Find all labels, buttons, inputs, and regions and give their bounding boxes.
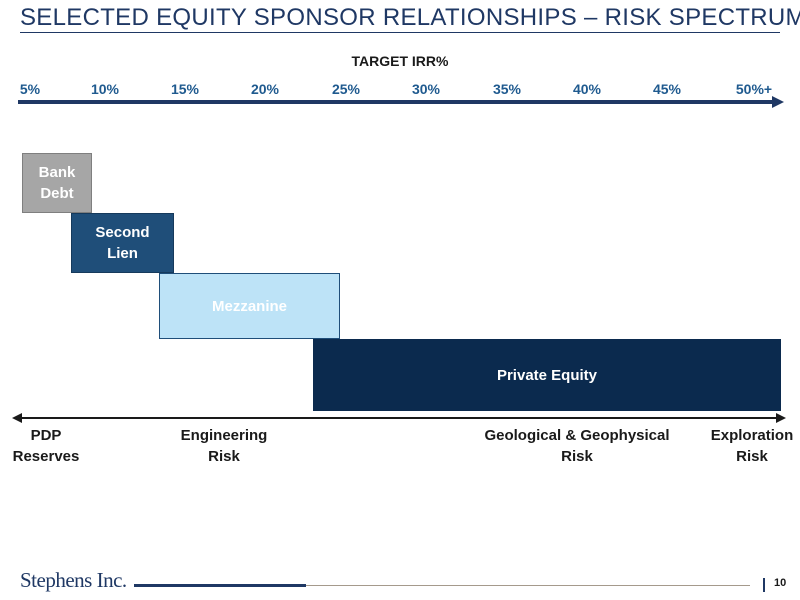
irr-axis-title: TARGET IRR% (351, 53, 449, 69)
band-label: Private Equity (496, 366, 598, 384)
band-label: Mezzanine (211, 297, 287, 315)
band-label: Second (95, 224, 150, 241)
footer-rule-light (306, 585, 750, 586)
irr-tick: 50%+ (735, 81, 773, 97)
irr-tick: 40% (572, 81, 602, 97)
band-label: Lien (107, 245, 138, 262)
band-label: Bank (38, 164, 76, 181)
page-number: 10 (774, 577, 787, 589)
footer-rule-dark (134, 584, 306, 587)
risk-label-exploration: Exploration Risk (710, 427, 794, 465)
risk-label-engineering: Engineering Risk (180, 427, 268, 465)
mezzanine-box: Mezzanine (159, 273, 340, 339)
irr-tick: 5% (19, 81, 41, 97)
irr-tick: 35% (492, 81, 522, 97)
band-label: Debt (40, 185, 74, 202)
company-logo: Stephens Inc. (20, 568, 127, 592)
page-marker (763, 578, 765, 592)
bank-debt-box: Bank Debt (22, 153, 92, 213)
private-equity-box: Private Equity (313, 339, 781, 411)
risk-spectrum-arrow (12, 413, 786, 423)
irr-tick: 25% (331, 81, 361, 97)
irr-tick: 20% (250, 81, 280, 97)
risk-label-pdp-reserves: PDP Reserves (12, 427, 80, 465)
irr-tick: 15% (170, 81, 200, 97)
slide-title: SELECTED EQUITY SPONSOR RELATIONSHIPS – … (20, 4, 800, 31)
irr-tick: 45% (652, 81, 682, 97)
irr-tick: 30% (411, 81, 441, 97)
irr-axis-arrow (18, 96, 784, 108)
title-underline (20, 32, 780, 33)
risk-label-geological: Geological & Geophysical Risk (484, 427, 670, 465)
irr-tick: 10% (90, 81, 120, 97)
second-lien-box: Second Lien (71, 213, 174, 273)
